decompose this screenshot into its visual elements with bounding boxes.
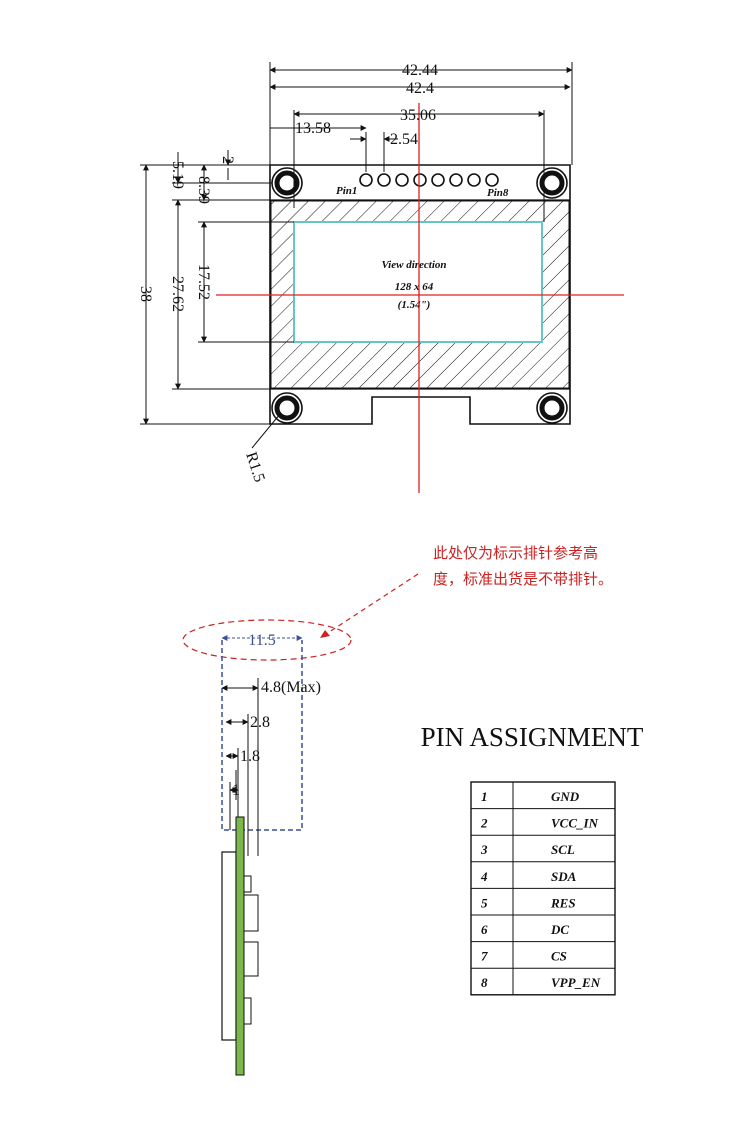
side-view: 11.5 4.8(Max) 2.8 1.8 1 (221, 632, 321, 1076)
header-outline (221, 640, 303, 831)
component-3 (243, 941, 259, 977)
pin-name: VCC_IN (551, 816, 599, 831)
note-line-1: 此处仅为标示排针参考高 (433, 544, 598, 562)
dim-overall-outer: 42.44 (402, 62, 438, 79)
dim-header-height: 11.5 (248, 632, 275, 649)
active-area (293, 221, 543, 343)
pin-number: 8 (481, 975, 488, 990)
pin-number: 5 (481, 895, 488, 910)
pin-number: 7 (481, 949, 488, 964)
pin-header-holes (359, 173, 499, 187)
pin-name: DC (550, 922, 569, 937)
dim-max-thickness: 4.8(Max) (261, 679, 321, 696)
component-2 (243, 894, 259, 932)
pin-name: VPP_EN (551, 975, 601, 990)
pin8-label: Pin8 (487, 187, 509, 199)
header-note: 此处仅为标示排针参考高 度，标准出货是不带排针。 (182, 544, 613, 661)
dim-hole-center: 5.19 (169, 161, 186, 189)
mounting-hole-bottom-left (271, 392, 303, 424)
dim-1-8: 1.8 (240, 748, 260, 765)
dim-pin-pitch: 2.54 (390, 131, 418, 148)
pin-number: 1 (481, 789, 488, 804)
display-glass-side (221, 851, 237, 1041)
mounting-hole-top-right (536, 167, 568, 199)
pin-number: 4 (480, 869, 488, 884)
dim-hole-spacing: 35.06 (400, 107, 436, 124)
horizontal-dimensions (269, 62, 573, 222)
vertical-dimensions (140, 150, 372, 425)
dim-overall-inner: 42.4 (406, 80, 434, 97)
view-direction-label: View direction (381, 259, 446, 271)
component-4 (243, 997, 252, 1025)
pin-name: CS (551, 949, 567, 964)
note-highlight-ellipse (182, 619, 352, 661)
dim-top-offset: 2 (219, 156, 236, 164)
pin-assignment: PIN ASSIGNMENT 1 GND 2 VCC_IN 3 SCL 4 SDA 5 RES 6 D… (421, 722, 644, 996)
pin-number: 3 (480, 842, 488, 857)
note-line-2: 度，标准出货是不带排针。 (433, 570, 613, 588)
resolution-label: 128 x 64 (395, 281, 434, 293)
dim-2-8: 2.8 (250, 714, 270, 731)
dim-active-height: 17.52 (195, 264, 212, 300)
pin-assignment-title: PIN ASSIGNMENT (421, 722, 644, 752)
pin-name: SDA (551, 869, 577, 884)
size-label: (1.54") (398, 299, 431, 311)
pin1-label: Pin1 (336, 185, 357, 197)
pin-name: GND (551, 789, 580, 804)
dim-glass-height: 27.62 (169, 276, 186, 312)
top-view: Pin1 Pin8 View direction 128 x 64 (1.54"… (137, 62, 624, 493)
pin-table: 1 GND 2 VCC_IN 3 SCL 4 SDA 5 RES 6 DC 7 CS 8 VPP_EN (470, 781, 616, 996)
component-1 (243, 875, 252, 893)
dim-overall-height: 38 (137, 286, 154, 302)
dim-pin1-offset: 13.58 (295, 120, 331, 137)
pin-name: RES (550, 895, 576, 910)
pcb-side (235, 816, 245, 1076)
dim-hole-radius: R1.5 (242, 450, 268, 484)
mounting-hole-bottom-right (536, 392, 568, 424)
dim-glass-top: 8.39 (195, 176, 212, 204)
dim-1: 1 (232, 782, 240, 799)
pin-name: SCL (551, 842, 575, 857)
pin-number: 6 (481, 922, 488, 937)
pin-number: 2 (480, 816, 488, 831)
mounting-hole-top-left (271, 167, 303, 199)
